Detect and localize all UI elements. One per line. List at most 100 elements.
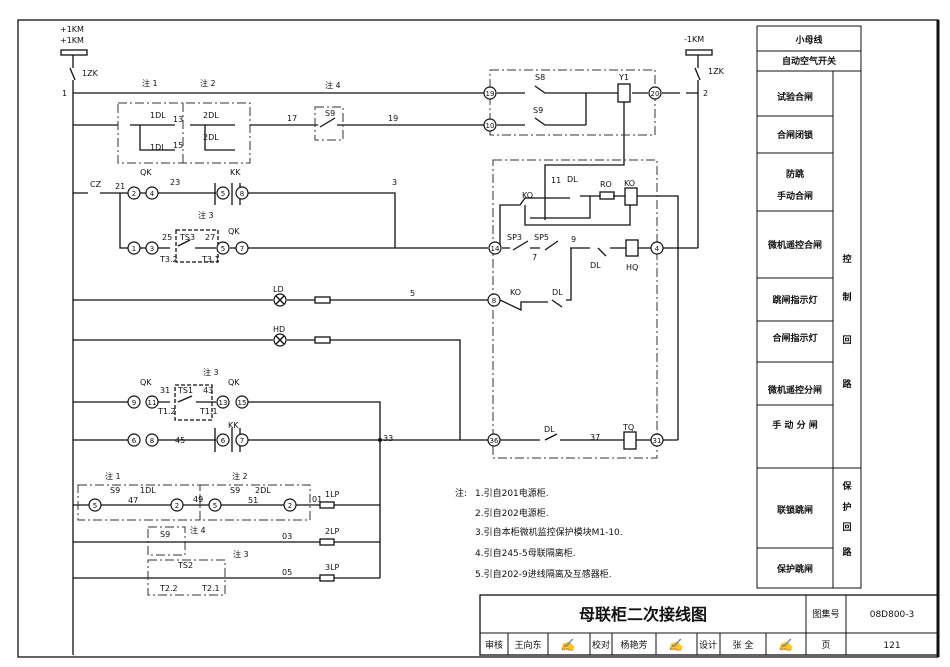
t31-label: T3.1	[201, 255, 220, 264]
check-label-label: 校对	[592, 639, 610, 651]
note4-label: 注 4	[325, 80, 341, 90]
reviewer-label: 王向东	[514, 639, 541, 651]
notes: 注: 1.引自201电源柜. 2.引自202电源柜. 3.引自本柜微机监控保护模…	[455, 487, 623, 580]
s9-label: S9	[533, 106, 543, 115]
page-label-label: 页	[821, 640, 830, 651]
negative-bus: -1KM 1ZK 2	[684, 35, 725, 98]
designer-signature: ✍	[778, 638, 795, 652]
w15-label: 15	[173, 141, 183, 150]
w27-label: 27	[205, 233, 215, 242]
qk-label: QK	[228, 378, 240, 387]
t7-label: 7	[240, 245, 244, 253]
bus-label: +1KM	[60, 36, 84, 45]
t31-label: 31	[653, 437, 662, 445]
t21-label: T2.1	[201, 584, 220, 593]
w23-label: 23	[170, 178, 180, 187]
tq-label: TQ	[622, 423, 634, 432]
w25-label: 25	[162, 233, 172, 242]
y1-coil	[617, 83, 631, 103]
note2-label: 注 2	[200, 78, 216, 88]
t13-label: 13	[219, 399, 228, 407]
3-label: 手动合闸	[777, 190, 813, 202]
dl-label: DL	[590, 261, 601, 270]
hq-coil	[625, 239, 639, 257]
3-label: 路	[842, 378, 852, 390]
t15-label: 15	[238, 399, 247, 407]
dl1-label: 1DL	[150, 111, 166, 120]
s8-label: S8	[535, 73, 545, 82]
kk-label: KK	[228, 421, 239, 430]
hd-label: HD	[273, 325, 285, 334]
1-label: 护	[842, 501, 851, 513]
breaker-label: 1ZK	[708, 67, 725, 76]
w31-label: 31	[160, 386, 170, 395]
4-label: 微机遥控合闸	[767, 239, 822, 251]
ld-resistor	[314, 296, 331, 304]
t8b-label: 8	[150, 437, 154, 445]
wire-numbers: 17 19 13 15 21 23 3 25 27 9 7 11 5 31 43…	[115, 114, 600, 577]
breaker-label: 1ZK	[82, 69, 99, 78]
t4-label: 4	[150, 190, 155, 198]
8-label: 手 动 分 闸	[772, 419, 817, 431]
design-label-label: 设计	[699, 639, 717, 651]
0-label: 保	[841, 480, 852, 492]
tq-coil	[623, 431, 637, 450]
w9-label: 9	[571, 235, 576, 244]
s9-label: S9	[230, 486, 240, 495]
cz-label: CZ	[90, 180, 102, 189]
6-label: 合闸指示灯	[772, 332, 817, 344]
indicator-lamps	[273, 293, 287, 347]
dl2-label: 2DL	[255, 486, 271, 495]
t11-label: 11	[148, 399, 157, 407]
note3-label: 注 3	[198, 210, 214, 220]
sp5-label: SP5	[534, 233, 549, 242]
0-label: 试验合闸	[777, 91, 813, 103]
reviewer-signature: ✍	[560, 638, 577, 652]
t12-label: T1.2	[157, 407, 176, 416]
w05-label: 05	[282, 568, 292, 577]
t32-label: T3.2	[159, 255, 178, 264]
dl-label: DL	[544, 425, 555, 434]
note3-label: 注 3	[203, 367, 219, 377]
2-label: 防跳	[786, 168, 804, 180]
w03-label: 03	[282, 532, 292, 541]
9-label: 联锁跳闸	[777, 504, 813, 516]
note-item: 5.引自202-9进线隔离及互感器柜.	[475, 568, 612, 580]
w47-label: 47	[128, 496, 138, 505]
ts1-label: TS1	[177, 386, 193, 395]
ko-label: KO	[510, 288, 521, 297]
ko-label: KO	[624, 179, 635, 188]
drawing-title: 母联柜二次接线图	[579, 605, 707, 624]
1-label: 制	[842, 291, 851, 303]
t2-label: 2	[132, 190, 136, 198]
y1-label: Y1	[618, 73, 629, 82]
s9-label: S9	[110, 486, 120, 495]
w21-label: 21	[115, 182, 125, 191]
t14-label: 14	[491, 245, 500, 253]
0-label: 控	[842, 253, 851, 265]
t20-label: 20	[651, 90, 660, 98]
w37-label: 37	[590, 433, 600, 442]
t5x-label: 5	[213, 502, 217, 510]
dl1-label: 1DL	[140, 486, 156, 495]
w43-label: 43	[203, 386, 213, 395]
lp3-label: 3LP	[325, 563, 340, 572]
atlas-label-label: 图集号	[812, 608, 839, 620]
dl1-label: 1DL	[150, 143, 166, 152]
w33-label: 33	[383, 434, 393, 443]
t5-label: 5	[221, 190, 225, 198]
note-item: 3.引自本柜微机监控保护模块M1-10.	[475, 526, 623, 538]
bus-label: -1KM	[684, 35, 704, 44]
w5-label: 5	[410, 289, 415, 298]
note-item: 2.引自202电源柜.	[475, 507, 549, 519]
ko-coil	[624, 187, 638, 206]
note1-label: 注 1	[142, 78, 158, 88]
t3-label: 3	[150, 245, 154, 253]
ts2-label: TS2	[177, 561, 193, 570]
designer-label: 张 全	[733, 639, 754, 651]
ko-label: KO	[522, 191, 533, 200]
header1-label: 小母线	[794, 34, 822, 46]
device-labels: 注 1 注 2 注 4 1DL 2DL 1DL 2DL S9 S8 S9 Y1 …	[90, 73, 638, 593]
t5-label: 5	[221, 245, 225, 253]
